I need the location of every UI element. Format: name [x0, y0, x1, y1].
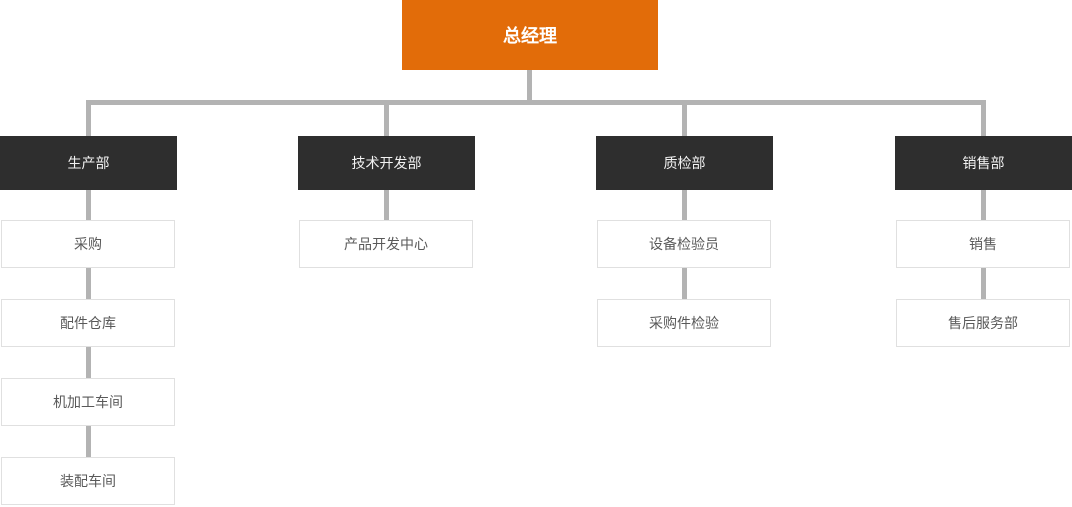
org-node-purchasing: 采购	[1, 220, 175, 268]
org-node-dept-quality: 质检部	[596, 136, 773, 190]
connector-production-child-1	[86, 190, 91, 220]
connector-tech-dev-stem	[384, 104, 389, 136]
org-node-purchased-parts-inspection: 采购件检验	[597, 299, 771, 347]
org-node-dept-sales: 销售部	[895, 136, 1072, 190]
org-node-machining-workshop: 机加工车间	[1, 378, 175, 426]
org-node-dept-production: 生产部	[0, 136, 177, 190]
connector-quality-child-1	[682, 190, 687, 220]
org-node-dept-tech-dev: 技术开发部	[298, 136, 475, 190]
org-node-assembly-workshop: 装配车间	[1, 457, 175, 505]
org-node-equipment-inspector: 设备检验员	[597, 220, 771, 268]
org-node-general-manager: 总经理	[402, 0, 658, 70]
connector-quality-stem	[682, 104, 687, 136]
org-node-product-dev-center: 产品开发中心	[299, 220, 473, 268]
org-node-after-sales-service: 售后服务部	[896, 299, 1070, 347]
connector-root-stem	[527, 70, 532, 101]
connector-sales-child-1	[981, 190, 986, 220]
connector-production-child-3	[86, 347, 91, 378]
connector-sales-child-2	[981, 268, 986, 299]
connector-production-child-4	[86, 426, 91, 457]
connector-quality-child-2	[682, 268, 687, 299]
connector-main-horizontal	[86, 100, 986, 105]
connector-production-stem	[86, 104, 91, 136]
connector-sales-dept-stem	[981, 104, 986, 136]
connector-tech-dev-child-1	[384, 190, 389, 220]
org-node-sales: 销售	[896, 220, 1070, 268]
connector-production-child-2	[86, 268, 91, 299]
org-node-parts-warehouse: 配件仓库	[1, 299, 175, 347]
